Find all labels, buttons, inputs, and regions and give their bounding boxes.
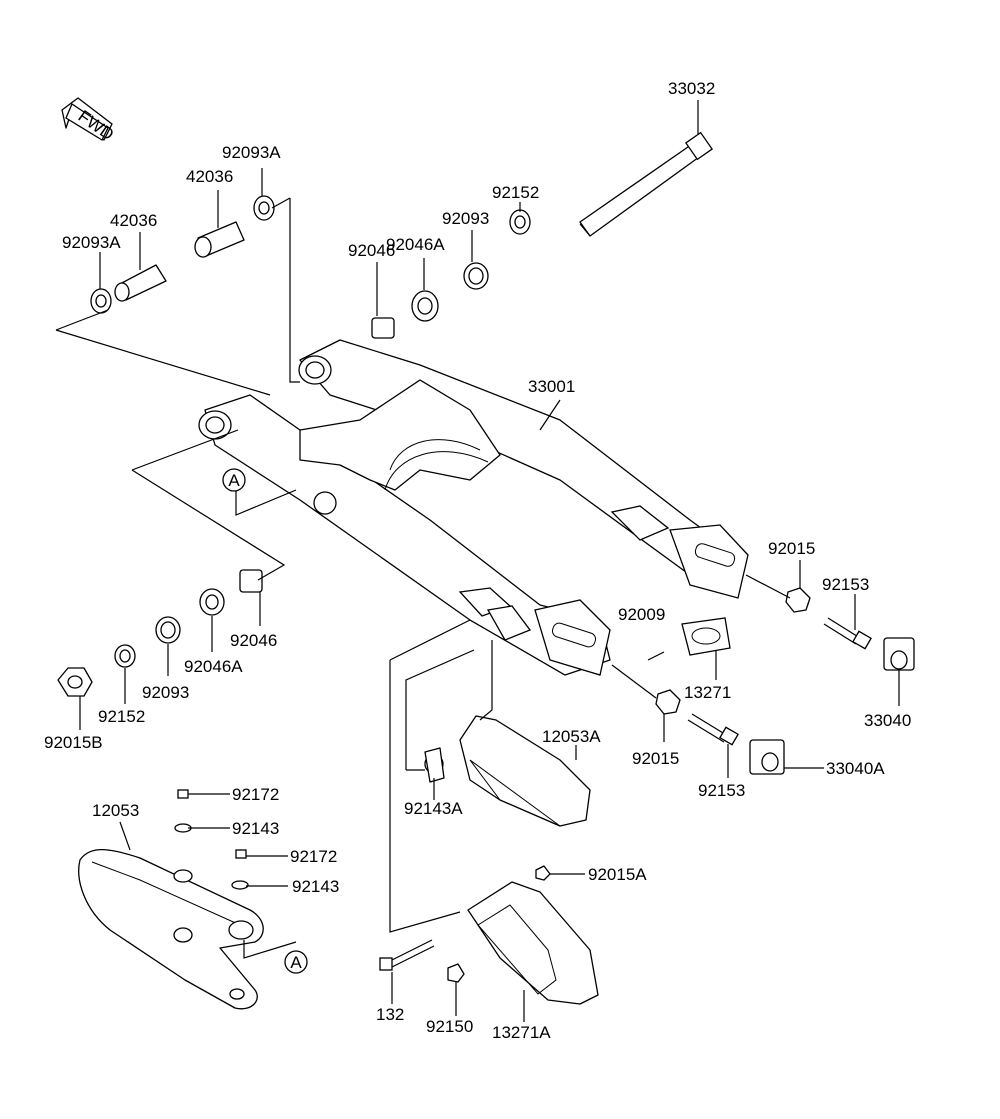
callout-132[interactable]: 132 — [376, 1005, 404, 1024]
swingarm-33001 — [198, 339, 749, 676]
callout-92093A-top[interactable]: 92093A — [222, 143, 281, 162]
callout-12053A[interactable]: 12053A — [542, 727, 601, 746]
chain-guard-12053 — [78, 789, 264, 1010]
callout-42036-left[interactable]: 42036 — [110, 211, 157, 230]
ref-marker-a-upper: A — [222, 468, 246, 492]
chain-adjuster-hardware — [647, 587, 915, 775]
chain-guide-13271A — [379, 865, 599, 1005]
callout-92015-right[interactable]: 92015 — [768, 539, 815, 558]
callout-92046-low[interactable]: 92046 — [230, 631, 277, 650]
callout-92143A[interactable]: 92143A — [404, 799, 463, 818]
callout-labels: 33032 92093A 42036 92152 42036 92093 920… — [44, 79, 911, 1042]
chain-slider-12053A — [424, 715, 591, 827]
callout-33032[interactable]: 33032 — [668, 79, 715, 98]
callout-92152-top[interactable]: 92152 — [492, 183, 539, 202]
ref-marker-label: A — [228, 471, 240, 490]
fwd-arrow-icon: FWD — [61, 97, 117, 144]
axle-33032 — [579, 131, 714, 237]
callout-92143-a[interactable]: 92143 — [232, 819, 279, 838]
leader-lines — [55, 100, 900, 1022]
callout-12053[interactable]: 12053 — [92, 801, 139, 820]
callout-92046A-low[interactable]: 92046A — [184, 657, 243, 676]
callout-13271A[interactable]: 13271A — [492, 1023, 551, 1042]
callout-92046-top[interactable]: 92046 — [348, 241, 395, 260]
callout-92152-low[interactable]: 92152 — [98, 707, 145, 726]
callout-92093-top[interactable]: 92093 — [442, 209, 489, 228]
ref-marker-label: A — [290, 953, 302, 972]
callout-92009[interactable]: 92009 — [618, 605, 665, 624]
callout-33040[interactable]: 33040 — [864, 711, 911, 730]
callout-33001[interactable]: 33001 — [528, 377, 575, 396]
callout-33040A[interactable]: 33040A — [826, 759, 885, 778]
callout-92093-low[interactable]: 92093 — [142, 683, 189, 702]
callout-92015B[interactable]: 92015B — [44, 733, 103, 752]
callout-42036-top[interactable]: 42036 — [186, 167, 233, 186]
callout-92046A-top[interactable]: 92046A — [386, 235, 445, 254]
ref-marker-a-lower: A — [284, 950, 308, 974]
callout-92172-b[interactable]: 92172 — [290, 847, 337, 866]
callout-92015A[interactable]: 92015A — [588, 865, 647, 884]
callout-13271[interactable]: 13271 — [684, 683, 731, 702]
callout-92015-mid[interactable]: 92015 — [632, 749, 679, 768]
callout-92153-mid[interactable]: 92153 — [698, 781, 745, 800]
callout-92172-a[interactable]: 92172 — [232, 785, 279, 804]
pivot-hardware-upper — [90, 195, 531, 339]
callout-92150[interactable]: 92150 — [426, 1017, 473, 1036]
pivot-hardware-lower — [57, 569, 263, 697]
callout-92093A-left[interactable]: 92093A — [62, 233, 121, 252]
callout-92153-right[interactable]: 92153 — [822, 575, 869, 594]
callout-92143-b[interactable]: 92143 — [292, 877, 339, 896]
